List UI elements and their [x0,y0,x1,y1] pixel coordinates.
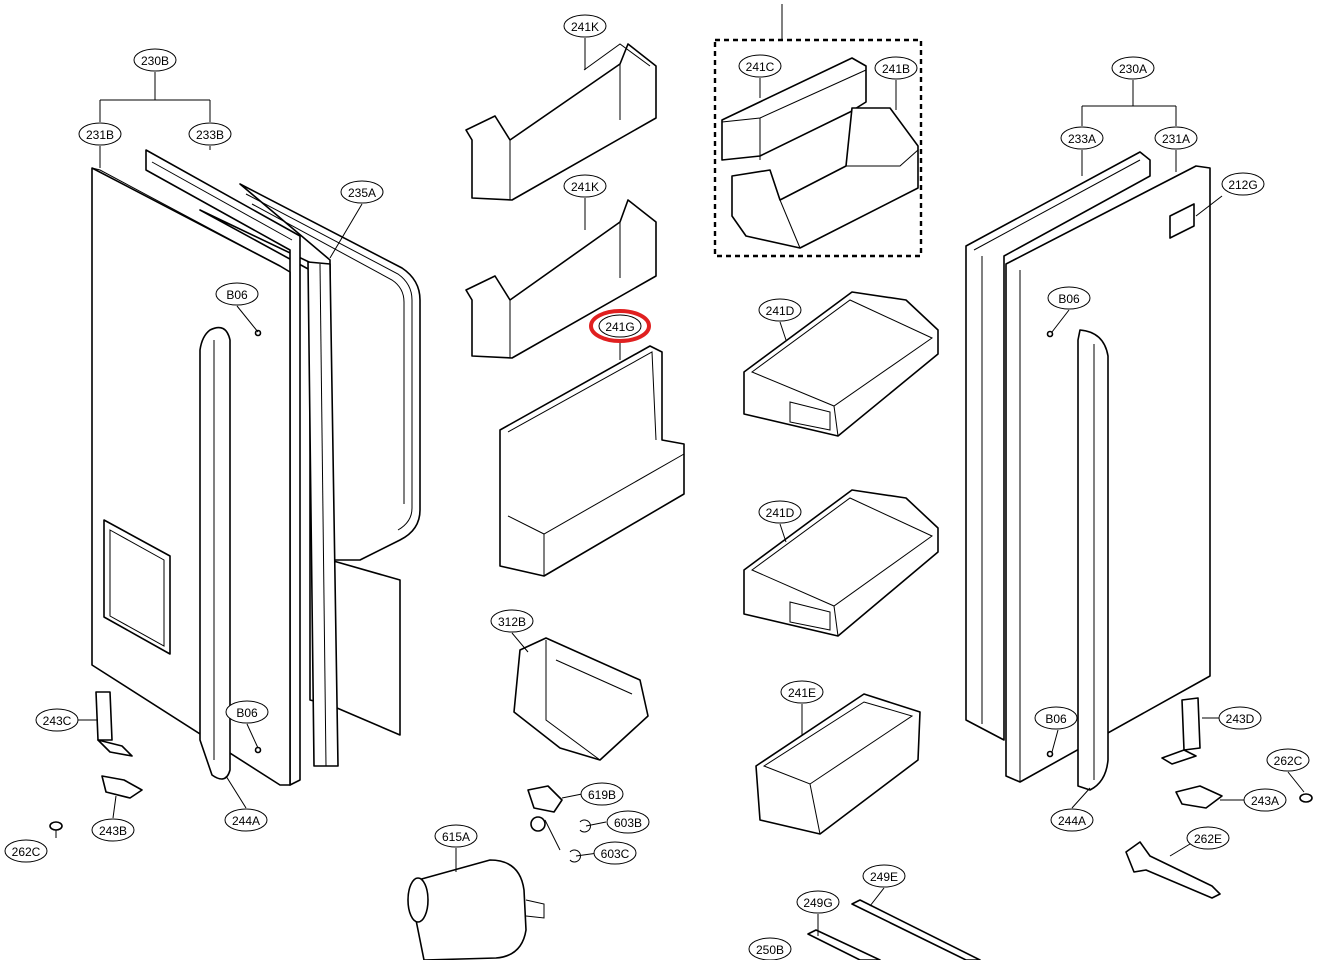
callout-text: 243A [1251,794,1279,808]
dispenser-cover-312b [513,637,649,761]
water-valve-parts [527,785,591,863]
door-bin-241g [499,345,685,577]
callout-text: 619B [588,788,616,802]
callout-603b: 603B [606,810,650,834]
bin-241e [755,693,921,835]
callout-text: 241D [766,506,795,520]
callout-231b: 231B [78,122,122,146]
callout-text: 244A [232,814,260,828]
callout-text: 241D [766,304,795,318]
callout-text: 243C [43,714,72,728]
callout-230b: 230B [133,48,177,72]
callout-text: 233A [1068,132,1096,146]
callout-text: 249G [803,896,832,910]
callout-243d: 243D [1218,706,1262,730]
callout-243a: 243A [1243,788,1287,812]
callout-text: 235A [348,186,376,200]
callout-241b: 241B [874,56,918,80]
callout-text: 230A [1119,62,1147,76]
callout-text: 241B [882,62,910,76]
callout-text: 212G [1228,178,1257,192]
callout-241e: 241E [780,680,824,704]
callout-250b: 250B [748,937,792,960]
callout-text: 241G [605,320,634,334]
water-tank-615a [407,859,545,960]
callout-text: 603C [601,847,630,861]
callout-text: 241C [746,60,775,74]
callout-249e: 249E [862,864,906,888]
door-bin-241k-top [465,43,657,201]
bin-241b [731,107,919,249]
highlight-ring [589,309,651,343]
callout-235a: 235A [340,180,384,204]
callout-text: 603B [614,816,642,830]
callout-text: 262C [1274,754,1303,768]
callout-text: B06 [236,706,258,720]
callout-text: 233B [196,128,224,142]
callout-241g: 241G [598,314,642,338]
callout-text: 250B [756,943,784,957]
callout-text: 312B [498,615,526,629]
callout-text: B06 [1058,292,1080,306]
rails-249 [807,899,981,960]
callout-text: 230B [141,54,169,68]
callout-text: 262E [1194,832,1222,846]
callout-text: 243D [1226,712,1255,726]
callout-233a: 233A [1060,126,1104,150]
callout-text: B06 [226,288,248,302]
callout-244a: 244A [224,808,268,832]
callout-262c: 262C [4,839,48,863]
callout-text: 249E [870,870,898,884]
callout-text: 244A [1058,814,1086,828]
bin-241d-top [743,291,939,437]
callout-text: 243B [99,824,127,838]
callout-b06: B06 [1034,706,1078,730]
callout-262c: 262C [1266,748,1310,772]
callout-231a: 231A [1154,126,1198,150]
callout-text: 241K [571,20,599,34]
callout-text: B06 [1045,712,1067,726]
callout-text: 241K [571,180,599,194]
callout-241c: 241C [738,54,782,78]
callout-241k: 241K [563,14,607,38]
callout-text: 615A [442,830,470,844]
callout-text: 231A [1162,132,1190,146]
bin-241d-bottom [743,489,939,637]
callout-241d: 241D [758,500,802,524]
callout-text: 231B [86,128,114,142]
callout-241k: 241K [563,174,607,198]
callout-241d: 241D [758,298,802,322]
callout-243c: 243C [35,708,79,732]
callout-text: 262C [12,845,41,859]
callout-244a: 244A [1050,808,1094,832]
callout-b06: B06 [1047,286,1091,310]
callout-312b: 312B [490,609,534,633]
dashed-group-box [713,38,923,258]
callout-249g: 249G [796,890,840,914]
callout-619b: 619B [580,782,624,806]
callout-615a: 615A [434,824,478,848]
door-bin-241k-bottom [465,199,657,359]
callout-230a: 230A [1111,56,1155,80]
callout-243b: 243B [91,818,135,842]
callout-603c: 603C [593,841,637,865]
callout-212g: 212G [1221,172,1265,196]
callout-text: 241E [788,686,816,700]
right-door-assembly [965,151,1313,899]
callout-b06: B06 [215,282,259,306]
callout-b06: B06 [225,700,269,724]
callout-262e: 262E [1186,826,1230,850]
left-door-assembly [49,149,421,831]
callout-233b: 233B [188,122,232,146]
bin-cover-241c [721,57,867,161]
